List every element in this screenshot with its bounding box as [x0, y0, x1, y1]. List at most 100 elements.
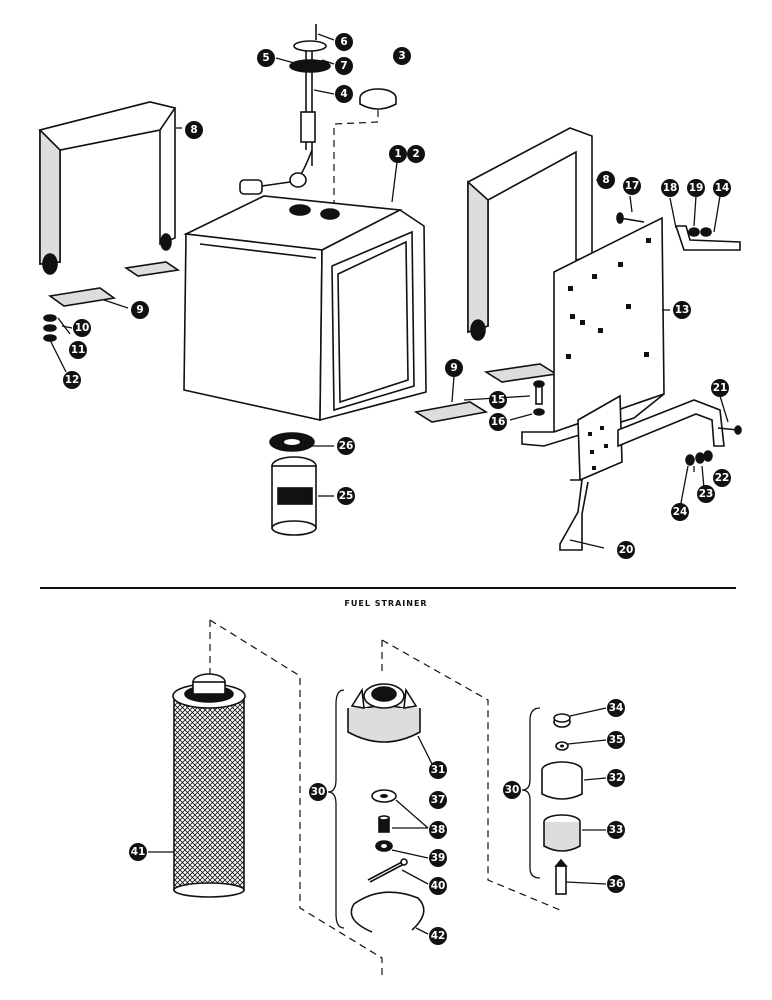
snap-ring	[350, 891, 425, 933]
svg-text:10: 10	[75, 322, 90, 334]
svg-text:41: 41	[131, 846, 146, 858]
callout-42: 42	[429, 927, 447, 945]
bracket-14	[674, 225, 741, 251]
svg-text:5: 5	[262, 52, 269, 64]
strainer-cover	[347, 683, 421, 743]
svg-text:38: 38	[431, 824, 446, 836]
callout-33: 33	[607, 821, 625, 839]
right-pads	[413, 363, 559, 423]
svg-text:23: 23	[699, 488, 714, 500]
strainer-guides	[209, 619, 561, 975]
callout-18: 18	[661, 179, 679, 197]
svg-text:8: 8	[602, 174, 609, 186]
callout-9-left: 9	[131, 301, 149, 319]
filler-cap	[359, 88, 397, 110]
callout-23: 23	[697, 485, 715, 503]
fuel-tank	[183, 195, 427, 422]
callout-4: 4	[335, 85, 353, 103]
callout-24: 24	[671, 503, 689, 521]
callout-16: 16	[489, 413, 507, 431]
callout-8-right: 8	[597, 171, 615, 189]
sending-unit	[239, 24, 331, 195]
drain-bushing	[269, 432, 315, 452]
callout-13: 13	[673, 301, 691, 319]
callout-21: 21	[711, 379, 729, 397]
callout-37: 37	[429, 791, 447, 809]
svg-text:14: 14	[715, 182, 730, 194]
callout-15: 15	[489, 391, 507, 409]
callout-2: 2	[407, 145, 425, 163]
group-bracket-right	[521, 707, 541, 879]
svg-text:34: 34	[609, 702, 624, 714]
callout-30-left: 30	[309, 783, 327, 801]
svg-text:11: 11	[71, 344, 86, 356]
svg-text:30: 30	[311, 786, 326, 798]
svg-text:26: 26	[339, 440, 354, 452]
callout-41: 41	[129, 843, 147, 861]
svg-text:3: 3	[398, 50, 405, 62]
svg-text:2: 2	[412, 148, 419, 160]
svg-text:4: 4	[340, 88, 347, 100]
svg-text:24: 24	[673, 506, 688, 518]
svg-text:8: 8	[190, 124, 197, 136]
callout-8-left: 8	[185, 121, 203, 139]
callout-11: 11	[69, 341, 87, 359]
callout-35: 35	[607, 731, 625, 749]
svg-text:25: 25	[339, 490, 354, 502]
bolt-15	[533, 380, 545, 416]
callout-26: 26	[337, 437, 355, 455]
svg-text:35: 35	[609, 734, 624, 746]
callout-9-right: 9	[445, 359, 463, 377]
svg-text:1: 1	[394, 148, 401, 160]
callout-17: 17	[623, 177, 641, 195]
svg-text:30: 30	[505, 784, 520, 796]
washers-22-24	[685, 450, 713, 466]
callout-34: 34	[607, 699, 625, 717]
callout-12: 12	[63, 371, 81, 389]
spring-38	[378, 815, 390, 833]
callout-7: 7	[335, 57, 353, 75]
stud-36	[554, 858, 568, 895]
left-pads	[47, 261, 181, 307]
svg-text:9: 9	[136, 304, 143, 316]
svg-text:20: 20	[619, 544, 634, 556]
svg-text:37: 37	[431, 794, 446, 806]
svg-text:12: 12	[65, 374, 80, 386]
svg-text:33: 33	[609, 824, 624, 836]
nut-39	[375, 840, 393, 852]
pin-40	[367, 858, 408, 883]
callout-10: 10	[73, 319, 91, 337]
svg-text:39: 39	[431, 852, 446, 864]
svg-text:15: 15	[491, 394, 506, 406]
nut-34	[553, 713, 571, 728]
svg-text:31: 31	[431, 764, 446, 776]
section-title: FUEL STRAINER	[344, 599, 427, 608]
svg-text:13: 13	[675, 304, 690, 316]
callout-40: 40	[429, 877, 447, 895]
callout-22: 22	[713, 469, 731, 487]
callout-20: 20	[617, 541, 635, 559]
right-strap	[467, 127, 593, 341]
svg-text:22: 22	[715, 472, 730, 484]
washer-stack	[43, 314, 57, 342]
support-bracket	[559, 394, 725, 551]
svg-text:21: 21	[713, 382, 728, 394]
bowl-32	[541, 761, 583, 800]
svg-text:9: 9	[450, 362, 457, 374]
callout-1: 1	[389, 145, 407, 163]
svg-text:32: 32	[609, 772, 624, 784]
bolt-17	[616, 212, 645, 224]
lower-leaders	[148, 707, 607, 935]
cup-33	[543, 814, 581, 852]
svg-text:7: 7	[340, 60, 347, 72]
nut-35	[555, 741, 569, 751]
left-strap	[38, 101, 177, 275]
bolt-21	[717, 425, 742, 435]
svg-text:16: 16	[491, 416, 506, 428]
svg-text:42: 42	[431, 930, 446, 942]
strainer-element	[172, 673, 246, 898]
svg-text:6: 6	[340, 36, 347, 48]
upper-leaders	[49, 33, 729, 549]
washer-37	[371, 789, 397, 803]
